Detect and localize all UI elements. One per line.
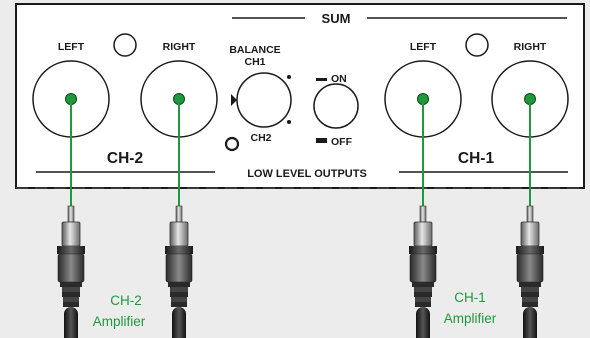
- ch2-left-label: LEFT: [58, 41, 85, 53]
- ch2-right-label: RIGHT: [163, 41, 196, 53]
- rca-plug-ch1-left: [408, 205, 438, 338]
- rca-plug-ch1-right: [515, 205, 545, 338]
- low-level-outputs-label: LOW LEVEL OUTPUTS: [247, 168, 367, 180]
- on-label: ON: [331, 73, 347, 85]
- sum-switch[interactable]: [313, 83, 359, 129]
- on-marker-icon: [316, 78, 327, 81]
- rca-plug-ch2-left: [56, 205, 86, 338]
- balance-knob[interactable]: [236, 72, 292, 128]
- ch1-name: CH-1: [458, 150, 495, 167]
- off-label: OFF: [331, 136, 353, 148]
- ch1-amplifier-line1: CH-1: [454, 290, 486, 305]
- ch1-left-label: LEFT: [410, 41, 437, 53]
- balance-ch2-label: CH2: [250, 132, 271, 144]
- ch2-name: CH-2: [107, 150, 143, 167]
- ch2-indicator-hole: [113, 33, 137, 57]
- rca-plug-ch2-right: [164, 205, 194, 338]
- sum-label: SUM: [322, 11, 351, 26]
- balance-label: BALANCE: [229, 44, 280, 56]
- balance-pointer-icon: [231, 94, 237, 106]
- ch1-right-label: RIGHT: [514, 41, 547, 53]
- ch2-indicator-ring: [224, 136, 240, 152]
- ch2-amplifier-line1: CH-2: [110, 293, 142, 308]
- ch1-amplifier-line2: Amplifier: [444, 311, 497, 326]
- balance-ch1-label: CH1: [244, 56, 265, 68]
- ch2-amplifier-line2: Amplifier: [93, 314, 146, 329]
- balance-ch2-dot: [287, 120, 291, 124]
- balance-ch1-dot: [287, 75, 291, 79]
- front-panel: [15, 3, 585, 189]
- ch1-indicator-hole: [465, 33, 489, 57]
- off-marker-icon: [316, 138, 327, 143]
